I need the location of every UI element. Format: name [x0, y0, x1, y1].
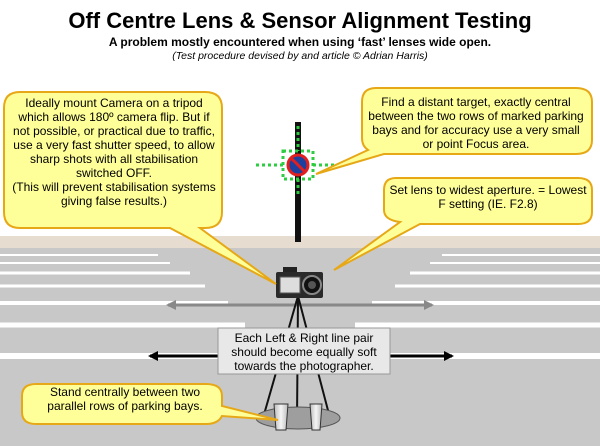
- camera-icon: [276, 267, 323, 298]
- callout-tripod-text: Ideally mount Camera on a tripod which a…: [12, 96, 216, 208]
- callout-line-pair-text: Each Left & Right line pair should becom…: [231, 331, 377, 373]
- callout-target: [315, 87, 593, 175]
- callout-aperture: [333, 177, 593, 271]
- no-parking-sign-icon: [286, 153, 310, 177]
- callout-line-pair-box: [217, 327, 391, 375]
- page-title: Off Centre Lens & Sensor Alignment Testi…: [68, 8, 532, 33]
- page-credit: (Test procedure devised by and article ©…: [172, 50, 428, 62]
- focus-point-marker: [256, 126, 340, 196]
- callout-target-text: Find a distant target, exactly central b…: [368, 95, 584, 151]
- callout-stand-text: Stand centrally between two parallel row…: [47, 385, 203, 413]
- callout-stand: [21, 383, 279, 425]
- page-subtitle: A problem mostly encountered when using …: [108, 35, 492, 49]
- callout-tripod: [3, 91, 277, 285]
- left-parking-bay-lines: [0, 254, 255, 359]
- callout-aperture-text: Set lens to widest aperture. = Lowest F …: [389, 183, 587, 211]
